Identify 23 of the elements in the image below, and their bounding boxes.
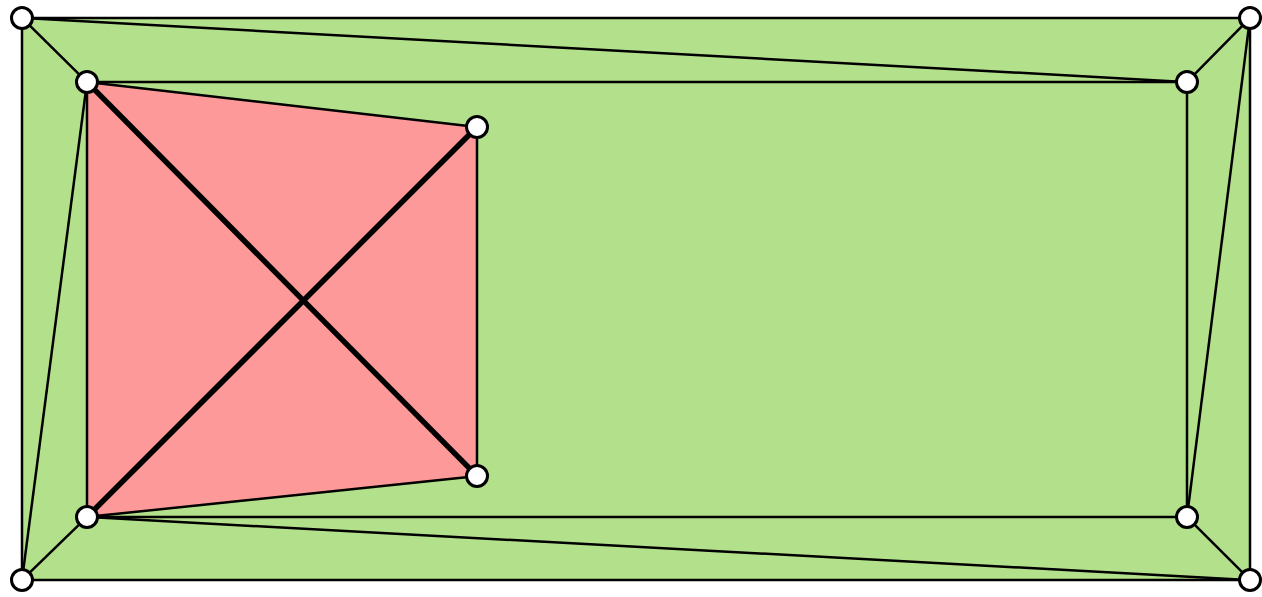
vertex-circle <box>1238 6 1262 30</box>
line <box>98 80 1176 84</box>
line <box>22 92 87 570</box>
line <box>33 578 1239 582</box>
vertex-circle <box>10 568 34 592</box>
line <box>1193 24 1244 76</box>
line <box>28 24 81 76</box>
line <box>85 93 89 506</box>
line <box>97 82 467 127</box>
line <box>20 29 24 569</box>
line <box>97 516 1240 581</box>
vertex-circle <box>10 6 34 30</box>
line <box>98 515 1176 519</box>
line <box>1248 29 1252 569</box>
line <box>33 16 1239 20</box>
line <box>32 17 1177 83</box>
vertex-circle <box>1238 568 1262 592</box>
line <box>1185 93 1189 506</box>
line <box>97 475 467 518</box>
line <box>475 138 479 465</box>
line <box>1193 523 1244 574</box>
line <box>29 523 80 574</box>
line <box>1187 28 1250 507</box>
